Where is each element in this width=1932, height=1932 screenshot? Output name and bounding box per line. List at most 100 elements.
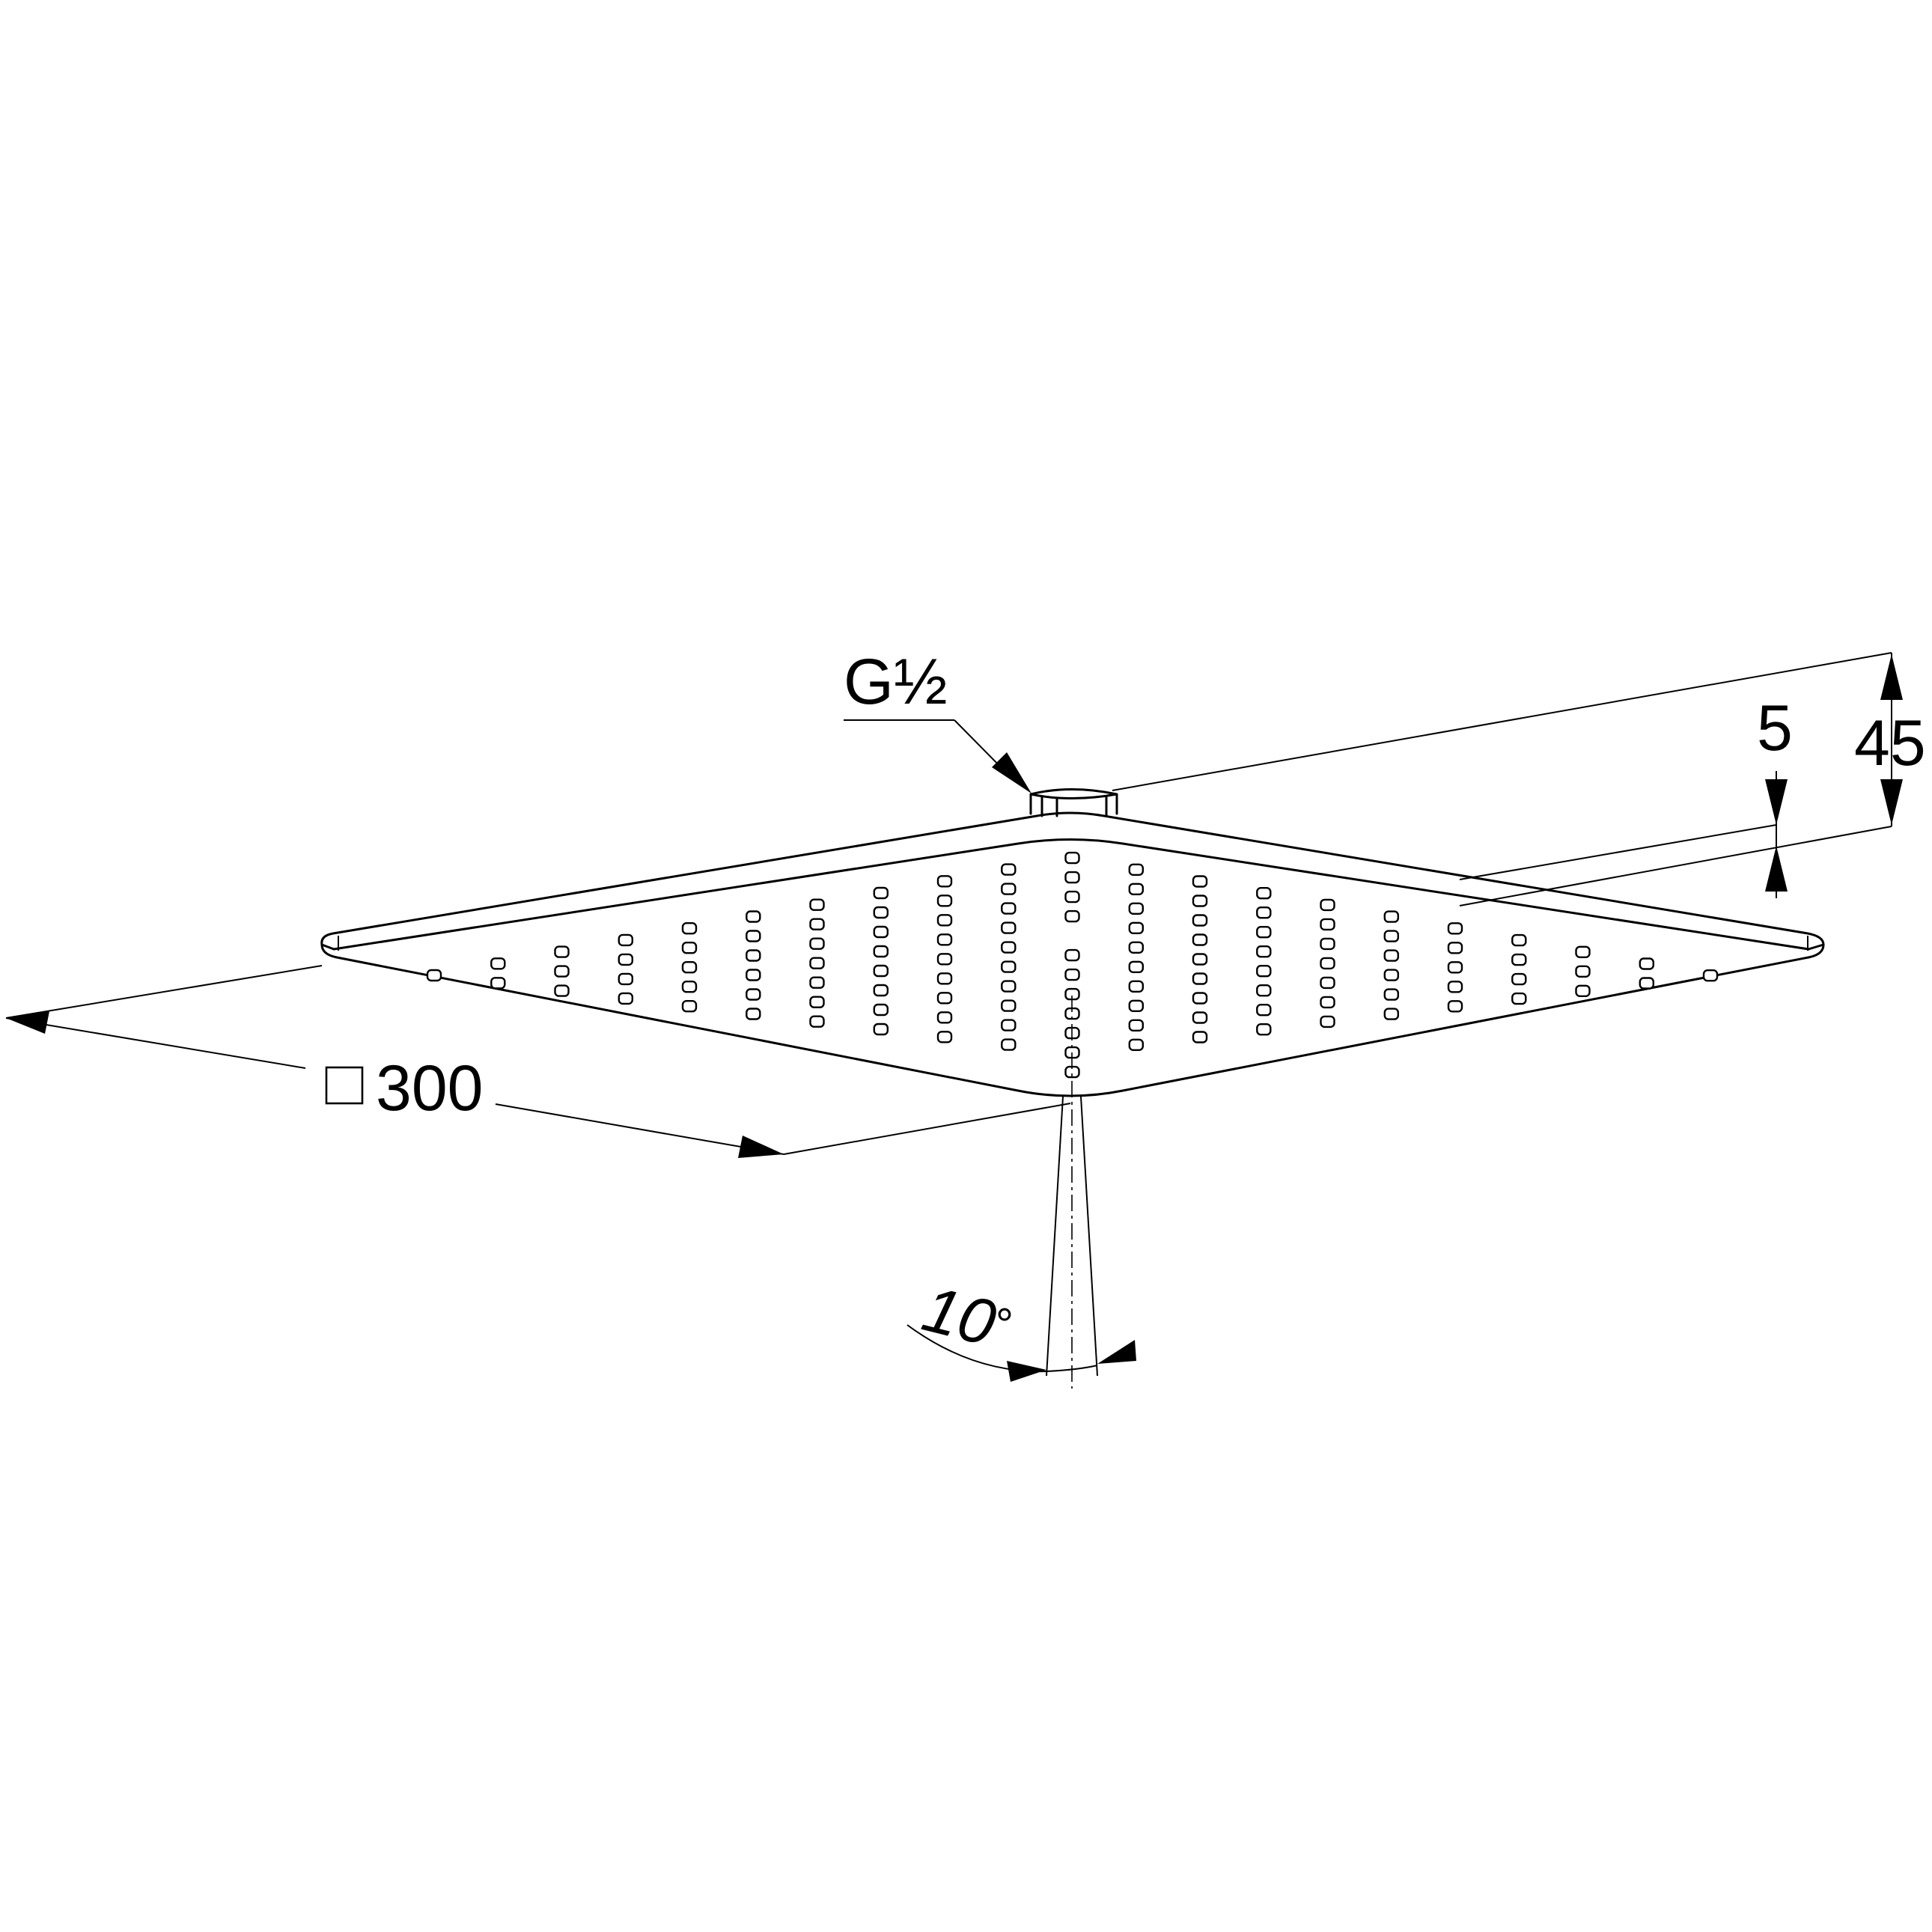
nozzle <box>1256 1023 1272 1036</box>
plate-inner-surface <box>332 838 1810 951</box>
nozzle <box>1447 1000 1463 1013</box>
nozzle <box>1447 942 1463 954</box>
angle-arrow-right <box>1097 1340 1136 1364</box>
nozzle <box>809 1015 825 1028</box>
plate-edge-left <box>320 943 335 951</box>
thread-arrowhead <box>992 752 1031 793</box>
nozzle <box>1256 964 1272 978</box>
nozzle <box>1511 933 1527 947</box>
angle-label: 10 <box>915 1273 1002 1359</box>
nozzle <box>1639 977 1655 990</box>
nozzle <box>1320 957 1335 970</box>
nozzle <box>1256 925 1272 939</box>
nozzle <box>873 1023 889 1036</box>
nozzle <box>1064 909 1080 923</box>
nozzle <box>1702 969 1719 982</box>
nozzle <box>1128 883 1145 896</box>
nozzle <box>1256 906 1272 919</box>
nozzle <box>554 965 570 978</box>
nozzle <box>746 949 761 962</box>
nozzle <box>1447 981 1463 993</box>
nozzle <box>681 921 698 935</box>
side-extension-left <box>5 965 323 1019</box>
nozzle <box>873 945 889 958</box>
height-extension-bottom <box>1459 826 1892 906</box>
nozzle <box>1320 898 1335 912</box>
nozzle <box>1575 945 1591 959</box>
thread-connector <box>1029 788 1118 817</box>
angle-arrow-left <box>1007 1361 1046 1382</box>
nozzle <box>1383 910 1400 923</box>
height-extension-top <box>1112 652 1892 791</box>
nozzle <box>1001 1019 1017 1031</box>
side-dimension-line-left <box>5 1017 306 1069</box>
nozzle <box>1320 976 1335 990</box>
nozzle <box>1256 984 1272 997</box>
nozzle <box>1511 953 1527 966</box>
nozzle <box>490 957 506 970</box>
nozzle <box>1192 875 1208 888</box>
nozzle <box>936 1031 953 1043</box>
nozzle <box>1383 969 1400 981</box>
nozzle <box>746 910 761 923</box>
nozzle <box>1001 941 1017 954</box>
nozzle <box>936 875 953 888</box>
nozzle <box>1256 945 1272 958</box>
nozzle <box>1256 1003 1272 1017</box>
nozzle <box>1128 902 1145 915</box>
nozzle <box>809 996 825 1008</box>
side-extension-right <box>783 1103 1071 1155</box>
nozzle <box>681 980 698 993</box>
nozzle <box>1001 921 1017 934</box>
thickness-arrow-bottom <box>1765 846 1788 892</box>
nozzle <box>746 988 761 1001</box>
thickness-extension-top <box>1459 824 1777 880</box>
nozzle <box>1192 914 1208 927</box>
nozzle <box>936 1011 953 1024</box>
nozzle <box>681 941 698 954</box>
nozzle <box>1001 1038 1017 1051</box>
side-length-label: 300 <box>376 1052 484 1124</box>
nozzle <box>936 972 953 985</box>
nozzle <box>936 953 953 966</box>
nozzle <box>809 918 825 930</box>
nozzle <box>1511 972 1527 986</box>
connector-top-ring <box>1029 793 1118 799</box>
nozzle <box>1192 972 1208 985</box>
nozzle <box>1128 999 1145 1013</box>
spray-line-right <box>1080 1096 1098 1377</box>
nozzle-grid <box>426 851 1719 1079</box>
nozzle <box>554 984 570 997</box>
nozzle <box>1447 961 1463 974</box>
nozzle <box>1320 937 1335 951</box>
nozzle <box>681 999 698 1013</box>
nozzle <box>1320 996 1335 1009</box>
nozzle <box>1128 863 1145 877</box>
nozzle <box>1447 922 1463 935</box>
nozzle <box>618 933 633 947</box>
nozzle <box>1383 1008 1400 1020</box>
nozzle <box>1001 960 1017 973</box>
nozzle <box>1128 941 1145 954</box>
angle-dimension: 10 ° <box>906 996 1136 1389</box>
nozzle <box>1192 1011 1208 1024</box>
nozzle <box>873 964 889 978</box>
nozzle <box>873 886 889 900</box>
nozzle <box>1064 968 1080 981</box>
nozzle <box>1256 886 1272 900</box>
nozzle <box>1128 960 1145 974</box>
nozzle <box>936 933 953 946</box>
nozzle <box>873 925 889 939</box>
nozzle <box>1064 948 1080 962</box>
nozzle <box>936 992 953 1005</box>
spray-line-left <box>1046 1096 1064 1377</box>
nozzle <box>618 992 633 1005</box>
side-length-dimension: 300 <box>5 965 1071 1158</box>
angle-arc-middle <box>1046 1365 1098 1372</box>
nozzle <box>1064 851 1080 865</box>
nozzle <box>809 898 825 911</box>
side-dimension-line-right <box>495 1103 784 1155</box>
nozzle <box>746 969 761 981</box>
nozzle <box>1575 984 1591 998</box>
